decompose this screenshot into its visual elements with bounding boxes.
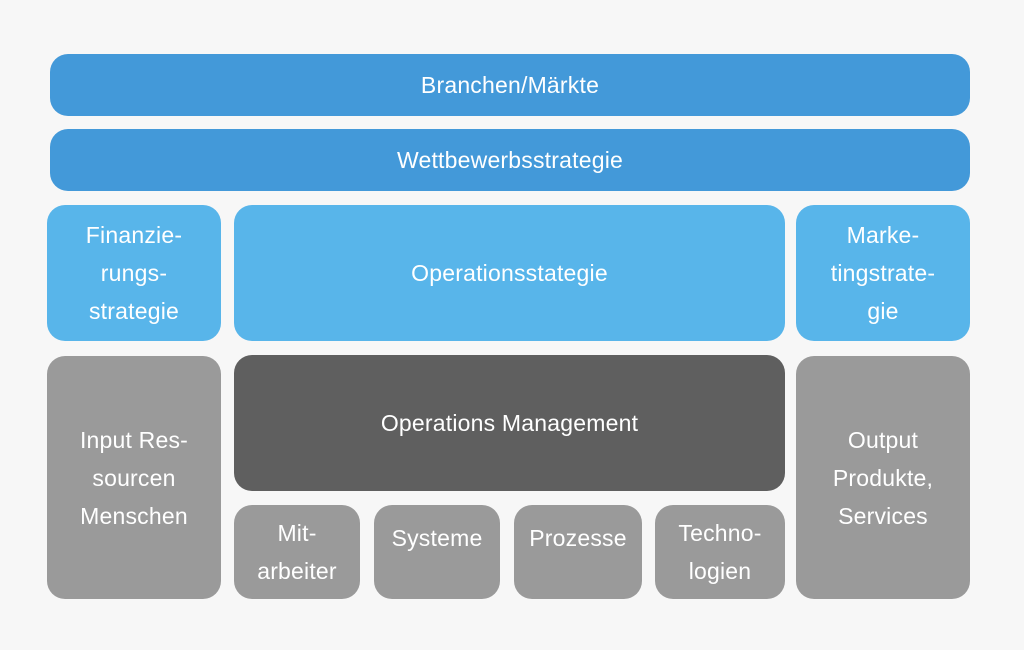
processes-box: Prozesse: [514, 505, 642, 599]
input-resources-label: Input Res- sourcen Menschen: [79, 426, 189, 529]
systems-box: Systeme: [374, 505, 500, 599]
output-products-label: Output Produkte, Services: [832, 426, 934, 529]
finance-strategy-box: Finanzie- rungs- strategie: [47, 205, 221, 341]
output-products-box: Output Produkte, Services: [796, 356, 970, 599]
operations-management-box: Operations Management: [234, 355, 785, 491]
technologies-label: Techno- logien: [678, 520, 762, 584]
finance-strategy-label: Finanzie- rungs- strategie: [85, 222, 183, 324]
markets-label: Branchen/Märkte: [420, 72, 600, 98]
processes-label: Prozesse: [529, 525, 627, 551]
marketing-strategy-box: Marke- tingstrate- gie: [796, 205, 970, 341]
competition-strategy-bar: Wettbewerbsstrategie: [50, 129, 970, 191]
operations-management-label: Operations Management: [380, 410, 639, 436]
systems-label: Systeme: [391, 525, 483, 551]
operations-strategy-label: Operationsstategie: [411, 260, 608, 286]
staff-box: Mit- arbeiter: [234, 505, 360, 599]
marketing-strategy-label: Marke- tingstrate- gie: [830, 222, 936, 324]
staff-label: Mit- arbeiter: [257, 520, 337, 584]
technologies-box: Techno- logien: [655, 505, 785, 599]
input-resources-box: Input Res- sourcen Menschen: [47, 356, 221, 599]
markets-bar: Branchen/Märkte: [50, 54, 970, 116]
operations-strategy-box: Operationsstategie: [234, 205, 785, 341]
competition-strategy-label: Wettbewerbsstrategie: [396, 147, 623, 173]
